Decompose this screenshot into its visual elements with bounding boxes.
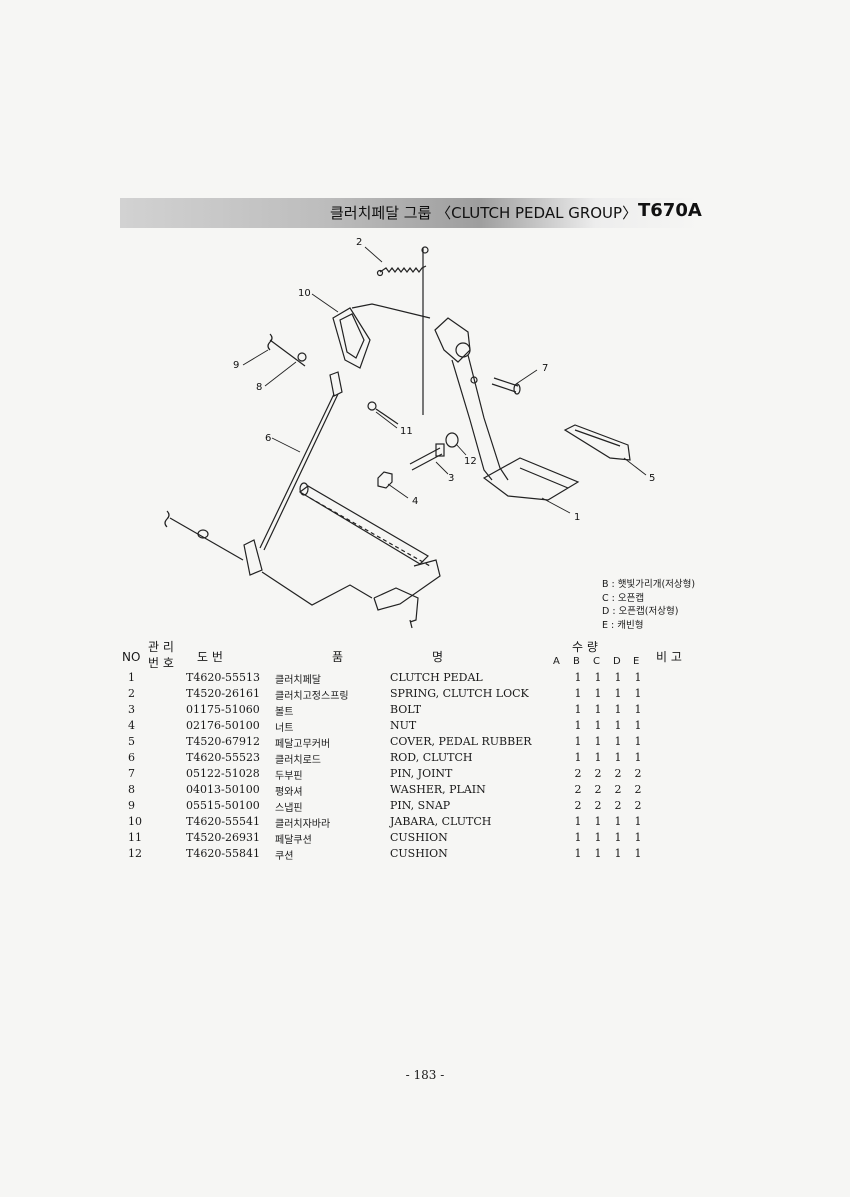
header-qty-b: B: [573, 656, 580, 667]
table-row: 8 04013-50100 평와셔 WASHER, PLAIN 2 2 2 2: [128, 783, 642, 798]
header-qty-c: C: [593, 656, 600, 667]
upper-washer-snap-pin: [267, 333, 307, 367]
table-row: 7 05122-51028 두부핀 PIN, JOINT 2 2 2 2: [128, 767, 642, 782]
title-banner: [120, 198, 700, 228]
jabara-boot-part: [332, 307, 371, 369]
header-mgmt-top: 관 리: [148, 640, 174, 654]
callout-10: 10: [298, 288, 311, 299]
lower-washer-snap-pin: [164, 510, 244, 561]
cushion-and-bolt-part: [409, 432, 459, 471]
joint-pin-part: [470, 376, 521, 395]
header-qty-d: D: [613, 656, 621, 667]
table-row: 1 T4620-55513 클러치페달 CLUTCH PEDAL 1 1 1 1: [128, 671, 642, 686]
callout-4: 4: [412, 496, 418, 507]
table-row: 4 02176-50100 너트 NUT 1 1 1 1: [128, 719, 642, 734]
clutch-rod-part: [243, 371, 343, 576]
page-number: - 183 -: [405, 1068, 445, 1082]
header-qty: 수 량: [572, 640, 598, 654]
header-qty-a: A: [553, 656, 560, 667]
callout-9: 9: [233, 360, 239, 371]
nut-part: [377, 471, 393, 489]
table-row: 6 T4620-55523 클러치로드 ROD, CLUTCH 1 1 1 1: [128, 751, 642, 766]
spring-part: [376, 246, 429, 277]
header-drawing-no: 도 번: [197, 650, 223, 664]
header-no: NO: [122, 650, 141, 664]
table-row: 9 05515-50100 스냅핀 PIN, SNAP 2 2 2 2: [128, 799, 642, 814]
table-row: 12 T4620-55841 쿠션 CUSHION 1 1 1 1: [128, 847, 642, 862]
page-title: 클러치페달 그룹 〈CLUTCH PEDAL GROUP〉: [330, 204, 638, 222]
header-mgmt-bottom: 번 호: [148, 656, 174, 670]
table-row: 5 T4520-67912 페달고무커버 COVER, PEDAL RUBBER…: [128, 735, 642, 750]
table-row: 2 T4520-26161 클러치고정스프링 SPRING, CLUTCH LO…: [128, 687, 642, 702]
header-qty-e: E: [633, 656, 640, 667]
header-remarks: 비 고: [656, 650, 682, 664]
callout-12: 12: [464, 456, 477, 467]
cross-shaft-part: [261, 482, 441, 629]
header-name-right: 명: [432, 650, 444, 664]
table-row: 10 T4620-55541 클러치자바라 JABARA, CLUTCH 1 1…: [128, 815, 642, 830]
legend-item-d: D : 오픈캡(저상형): [602, 606, 679, 617]
table-row: 11 T4520-26931 페달쿠션 CUSHION 1 1 1 1: [128, 831, 642, 846]
callout-7: 7: [542, 363, 548, 374]
legend-item-b: B : 햇빛가리개(저상형): [602, 579, 696, 590]
variant-legend: B : 햇빛가리개(저상형) C : 오픈캡 D : 오픈캡(저상형) E : …: [602, 578, 695, 632]
callout-2: 2: [356, 237, 362, 248]
callout-1: 1: [574, 512, 580, 523]
jabara-leader-line: [351, 303, 431, 319]
table-row: 3 01175-51060 볼트 BOLT 1 1 1 1: [128, 703, 642, 718]
callout-leaders: [242, 246, 647, 514]
pedal-rubber-cover-part: [563, 424, 631, 461]
legend-item-c: C : 오픈캡: [602, 592, 645, 604]
callout-5: 5: [649, 473, 655, 484]
pedal-cushion-part: [367, 401, 399, 425]
callout-3: 3: [448, 473, 454, 484]
callout-6: 6: [265, 433, 271, 444]
callout-11: 11: [400, 426, 413, 437]
model-code: T670A: [638, 200, 702, 221]
legend-item-e: E : 캐빈형: [602, 619, 644, 631]
callout-8: 8: [256, 382, 262, 393]
clutch-pedal-part: [434, 317, 580, 501]
header-name-left: 품: [332, 650, 344, 664]
